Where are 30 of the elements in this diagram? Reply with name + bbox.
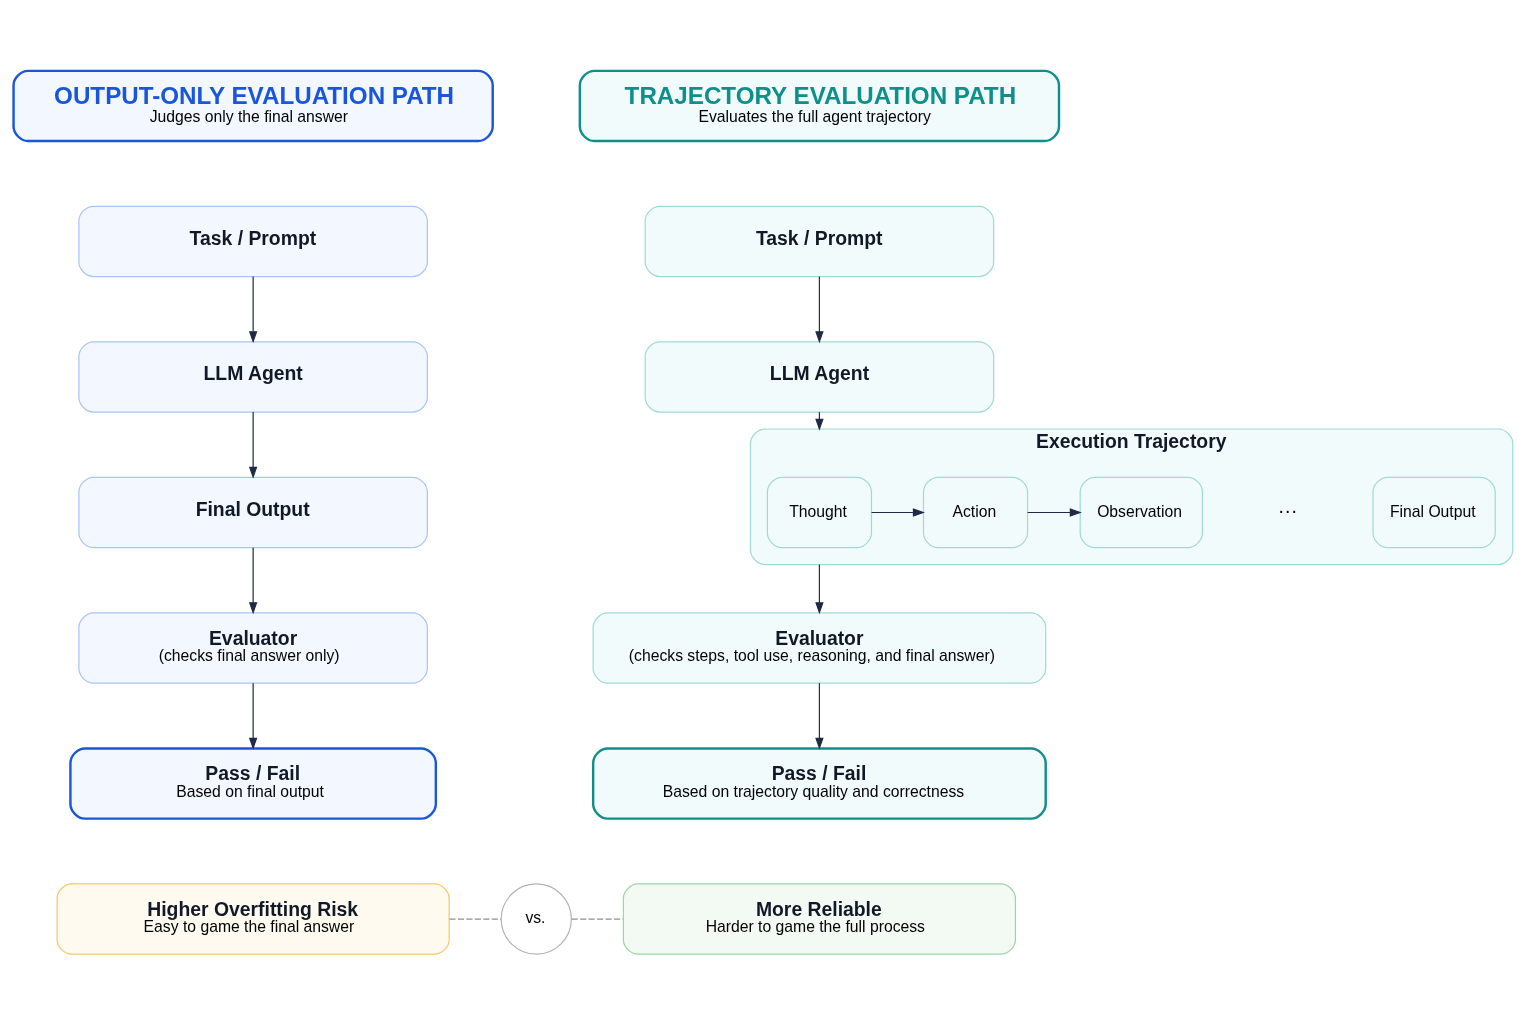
label: ··· [1278,498,1298,521]
arrow [815,563,824,614]
node-box: Higher Overfitting Risk Easy to game the final answer [56,882,450,955]
node-circle: vs. [500,882,572,955]
connector [448,917,502,920]
arrow [248,682,258,750]
node-box: Pass / Fail Based on trajectory quality and correctness [591,746,1047,820]
arrow [1027,507,1082,517]
arrow [870,507,925,517]
node-box: Observation [1079,476,1203,548]
node-box: Final Output [1372,476,1496,548]
arrow [815,275,824,343]
node-box: Pass / Fail Based on final output [69,746,438,820]
arrow [815,682,824,750]
node-box: TRAJECTORY EVALUATION PATH Evaluates the full agent trajectory [578,69,1061,142]
connector [571,917,624,920]
node-box: Evaluator (checks final answer only) [78,611,428,684]
arrow [248,275,258,343]
node-box: Task / Prompt [78,205,428,277]
arrow [248,411,258,479]
node-box: Final Output [78,476,428,548]
node-box: Thought [766,476,873,548]
node-box: Action [922,476,1029,548]
node-box: OUTPUT-ONLY EVALUATION PATH Judges only the final answer [12,69,494,142]
node-box: LLM Agent [644,340,995,413]
arrow [248,546,258,614]
node-box: More Reliable Harder to game the full process [622,882,1017,955]
node-box: Task / Prompt [644,205,995,277]
node-box: LLM Agent [78,340,428,413]
node-box: Evaluator (checks steps, tool use, reasoning, and final answer) [592,611,1047,684]
